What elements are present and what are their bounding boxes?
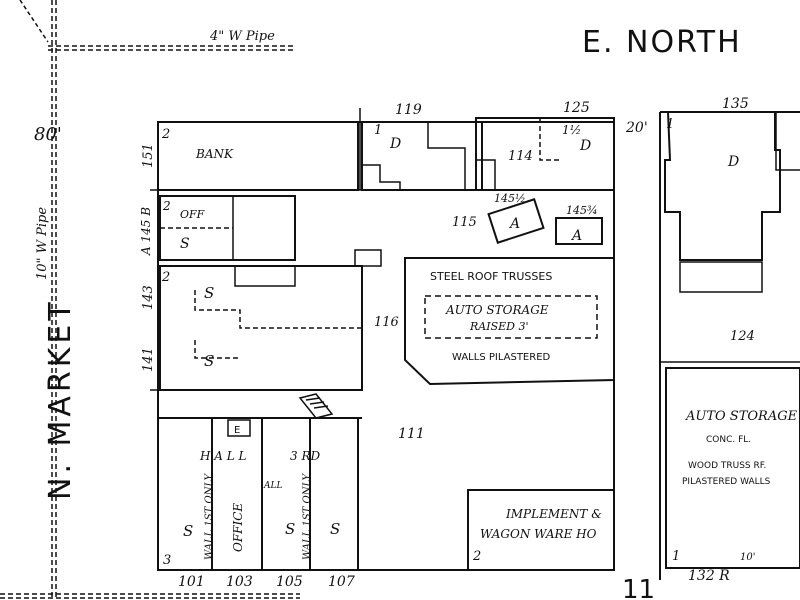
shed-145h bbox=[487, 198, 545, 244]
address-143: 143 bbox=[141, 285, 156, 310]
label-third: 3 RD bbox=[290, 449, 320, 463]
address-115: 115 bbox=[452, 215, 477, 230]
address-132: 132 R bbox=[688, 568, 730, 584]
stories-143: 2 bbox=[161, 270, 170, 285]
label-bank: BANK bbox=[195, 147, 234, 161]
label-d-135: D bbox=[727, 154, 739, 170]
label-a-145q: A bbox=[570, 228, 582, 244]
pipe-top-label: 4" W Pipe bbox=[209, 29, 275, 44]
address-145h: 145½ bbox=[494, 192, 526, 205]
sheet-number: 11 bbox=[622, 575, 655, 600]
label-pilastered-walls: PILASTERED WALLS bbox=[682, 477, 771, 487]
auto-storage-building bbox=[404, 257, 615, 386]
street-west: N. MARKET bbox=[43, 298, 78, 500]
stories-125: 1½ bbox=[562, 123, 581, 137]
lower-stores bbox=[157, 417, 359, 571]
bank-building bbox=[157, 121, 359, 191]
address-145q: 145¾ bbox=[566, 204, 598, 217]
stories-implement: 2 bbox=[472, 549, 481, 564]
shed-145q bbox=[555, 217, 603, 245]
label-s-101: S bbox=[183, 522, 193, 540]
label-steel-roof: STEEL ROOF TRUSSES bbox=[430, 270, 552, 283]
address-124: 124 bbox=[730, 329, 755, 344]
label-auto-storage: AUTO STORAGE bbox=[445, 303, 549, 317]
address-135: 135 bbox=[722, 96, 749, 112]
stories-bank: 2 bbox=[161, 127, 170, 142]
address-111: 111 bbox=[398, 426, 425, 442]
label-wagon: WAGON WARE HO bbox=[480, 527, 597, 541]
label-conc: CONC. FL. bbox=[706, 435, 751, 445]
label-wall-105: WALL 1ST ONLY bbox=[302, 473, 313, 560]
label-all: ALL bbox=[263, 481, 282, 491]
address-145b: A 145 B bbox=[139, 207, 153, 256]
street-width: 80' bbox=[34, 124, 62, 145]
dwelling-125 bbox=[475, 117, 615, 191]
address-101: 101 bbox=[178, 574, 205, 590]
label-s-105a: S bbox=[285, 520, 295, 538]
label-d-125: D bbox=[579, 138, 591, 154]
label-e: E bbox=[234, 425, 240, 436]
raised-area bbox=[424, 295, 598, 339]
address-105: 105 bbox=[276, 574, 303, 590]
address-151: 151 bbox=[141, 143, 156, 168]
label-wall-101: WALL 1ST ONLY bbox=[204, 473, 215, 560]
label-walls-pilastered: WALLS PILASTERED bbox=[452, 352, 551, 363]
auto-storage-right bbox=[665, 367, 800, 569]
label-office: OFFICE bbox=[231, 503, 245, 552]
stories-119: 1 bbox=[374, 123, 382, 138]
label-a-145h: A bbox=[508, 216, 520, 232]
label-s-off: S bbox=[180, 236, 190, 252]
address-116: 116 bbox=[374, 315, 399, 330]
street-north: E. NORTH bbox=[582, 25, 742, 60]
label-raised: RAISED 3' bbox=[469, 320, 528, 333]
label-twenty: 20' bbox=[625, 120, 648, 136]
label-s-143: S bbox=[204, 284, 214, 302]
stories-132: 1 bbox=[672, 549, 680, 564]
label-off: OFF bbox=[180, 208, 205, 221]
stories-off: 2 bbox=[162, 199, 171, 213]
address-125: 125 bbox=[563, 100, 590, 116]
label-d-119: D bbox=[389, 136, 401, 152]
stories-101: 3 bbox=[163, 553, 171, 568]
label-ten: 10' bbox=[740, 552, 755, 563]
stair-symbol bbox=[298, 393, 334, 419]
address-103: 103 bbox=[226, 574, 253, 590]
label-auto-storage-r: AUTO STORAGE bbox=[685, 409, 798, 424]
label-implement: IMPLEMENT & bbox=[505, 507, 602, 521]
pipe-left-label: 10" W Pipe bbox=[35, 207, 50, 280]
label-s-105b: S bbox=[330, 520, 340, 538]
address-141: 141 bbox=[141, 347, 156, 372]
stories-135: 1 bbox=[666, 117, 674, 132]
label-s-141: S bbox=[204, 352, 214, 370]
address-107: 107 bbox=[328, 574, 355, 590]
label-wood-truss: WOOD TRUSS RF. bbox=[688, 461, 766, 471]
address-114: 114 bbox=[508, 149, 533, 164]
dwelling-135 bbox=[664, 111, 781, 261]
address-119: 119 bbox=[395, 102, 422, 118]
label-hall: H A L L bbox=[199, 449, 247, 463]
implement-warehouse bbox=[467, 489, 615, 571]
